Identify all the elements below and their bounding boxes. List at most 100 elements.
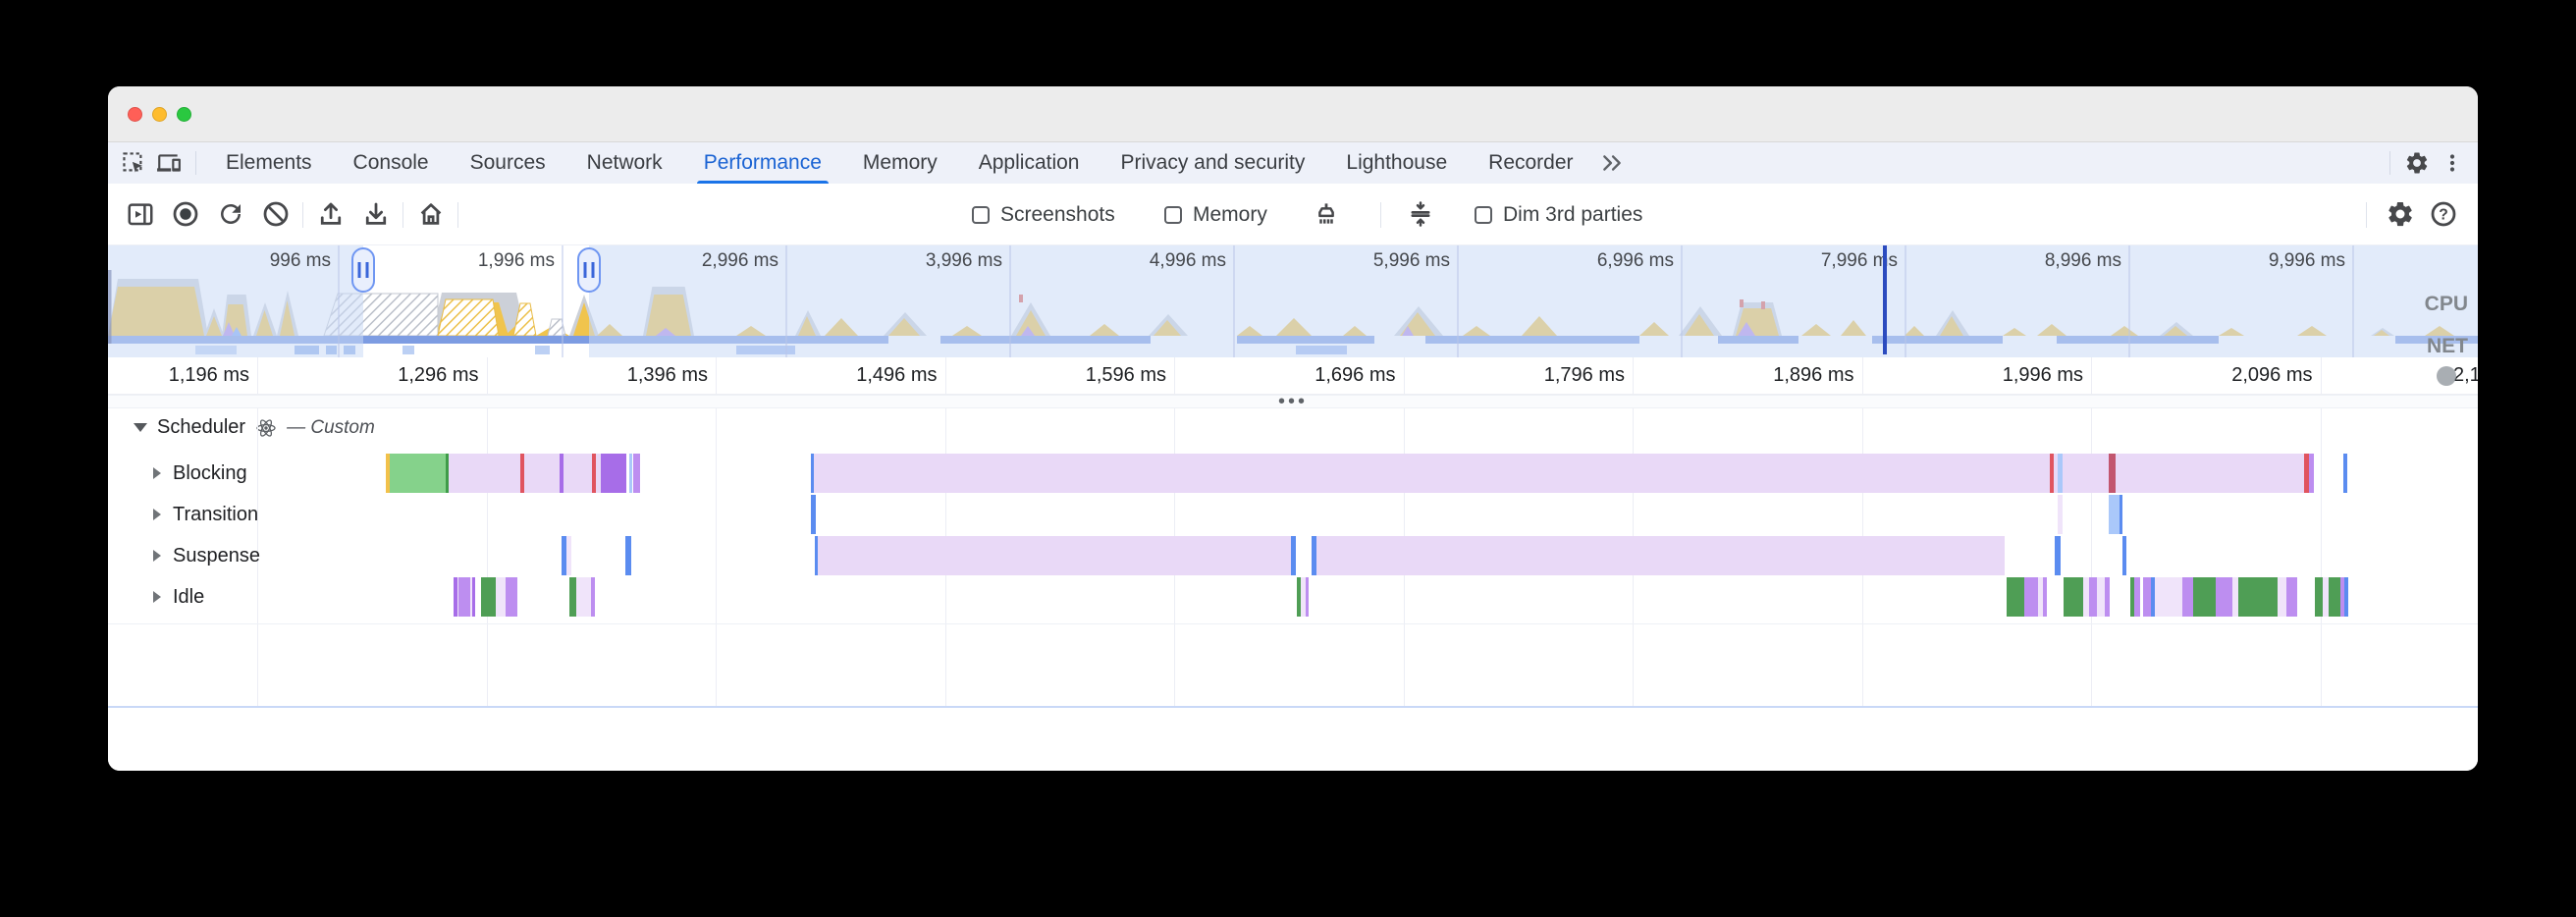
tab-memory[interactable]: Memory <box>862 151 938 174</box>
timeline-event-segment[interactable] <box>811 454 2051 493</box>
timeline-event-segment[interactable] <box>565 536 571 575</box>
checkbox-screenshots[interactable]: Screenshots <box>972 184 1115 245</box>
timeline-event-segment[interactable] <box>2343 577 2348 617</box>
timeline-event-segment[interactable] <box>2109 454 2117 493</box>
selection-handle-right[interactable] <box>577 247 601 293</box>
timeline-event-segment[interactable] <box>625 536 631 575</box>
timeline-event-segment[interactable] <box>2050 454 2055 493</box>
timeline-event-segment[interactable] <box>1291 536 1296 575</box>
live-metrics-home-icon[interactable] <box>414 198 448 230</box>
timeline-event-segment[interactable] <box>480 577 497 617</box>
timeline-event-segment[interactable] <box>2192 577 2216 617</box>
timeline-event-segment[interactable] <box>2133 577 2140 617</box>
settings-gear-icon[interactable] <box>2399 146 2435 180</box>
expand-arrow-icon[interactable] <box>153 467 161 479</box>
timeline-event-segment[interactable] <box>1296 577 1301 617</box>
tab-network[interactable]: Network <box>586 151 663 174</box>
timeline-event-segment[interactable] <box>811 495 817 534</box>
timeline-event-segment[interactable] <box>815 536 1292 575</box>
timeline-event-segment[interactable] <box>496 577 507 617</box>
timeline-event-segment[interactable] <box>456 577 460 617</box>
tab-performance[interactable]: Performance <box>683 142 842 184</box>
tab-sources[interactable]: Sources <box>469 151 546 174</box>
checkbox-box[interactable] <box>1475 205 1492 224</box>
timeline-event-segment[interactable] <box>2097 577 2106 617</box>
timeline-event-segment[interactable] <box>2038 577 2043 617</box>
checkbox-box[interactable] <box>972 205 990 224</box>
timeline-event-segment[interactable] <box>2058 495 2064 534</box>
timeline-event-segment[interactable] <box>1316 536 2006 575</box>
timeline-event-segment[interactable] <box>2089 577 2098 617</box>
checkbox-box[interactable] <box>1164 205 1182 224</box>
minimap-playhead[interactable] <box>1883 245 1887 354</box>
timeline-event-segment[interactable] <box>454 577 457 617</box>
scrollbar-thumb[interactable] <box>2437 366 2456 386</box>
timeline-event-segment[interactable] <box>562 536 566 575</box>
timeline-event-segment[interactable] <box>563 454 592 493</box>
tab-elements[interactable]: Elements <box>226 151 312 174</box>
track-header-scheduler[interactable]: Scheduler — Custom <box>134 416 375 439</box>
tab-application[interactable]: Application <box>978 151 1080 174</box>
timeline-event-segment[interactable] <box>2058 454 2064 493</box>
timeline-event-segment[interactable] <box>632 454 640 493</box>
timeline-event-segment[interactable] <box>2342 454 2347 493</box>
expand-arrow-icon[interactable] <box>153 509 161 520</box>
collapse-tracks-icon[interactable] <box>1404 198 1437 230</box>
help-icon[interactable]: ? <box>2427 198 2460 230</box>
track-row-suspense[interactable]: Suspense <box>153 535 260 576</box>
timeline-event-segment[interactable] <box>2109 495 2123 534</box>
clear-icon[interactable] <box>259 198 293 230</box>
timeline-event-segment[interactable] <box>2304 454 2310 493</box>
tab-console[interactable]: Console <box>352 151 429 174</box>
timeline-event-segment[interactable] <box>2083 577 2090 617</box>
minimize-window-button[interactable] <box>152 107 167 122</box>
timeline-event-segment[interactable] <box>2054 454 2059 493</box>
tab-lighthouse[interactable]: Lighthouse <box>1346 151 1448 174</box>
track-row-transition[interactable]: Transition <box>153 494 258 535</box>
timeline-event-segment[interactable] <box>590 577 595 617</box>
timeline-event-segment[interactable] <box>2309 454 2315 493</box>
timeline-event-segment[interactable] <box>2181 577 2193 617</box>
timeline-event-segment[interactable] <box>569 577 577 617</box>
timeline-event-segment[interactable] <box>1305 577 1309 617</box>
timeline-event-segment[interactable] <box>2154 577 2182 617</box>
timeline-event-segment[interactable] <box>595 454 601 493</box>
collect-garbage-icon[interactable] <box>1310 198 1343 230</box>
timeline-event-segment[interactable] <box>390 454 449 493</box>
timeline-event-segment[interactable] <box>2055 536 2062 575</box>
timeline-event-segment[interactable] <box>576 577 591 617</box>
timeline-event-segment[interactable] <box>628 454 632 493</box>
timeline-event-segment[interactable] <box>2105 577 2111 617</box>
selection-handle-left[interactable] <box>351 247 375 293</box>
timeline-event-segment[interactable] <box>601 454 626 493</box>
inspect-icon[interactable] <box>116 146 151 180</box>
tab-privacy-and-security[interactable]: Privacy and security <box>1120 151 1306 174</box>
timeline-event-segment[interactable] <box>2007 577 2025 617</box>
panel-resize-handle[interactable]: ••• <box>108 392 2478 411</box>
timeline-event-segment[interactable] <box>2237 577 2278 617</box>
timeline-event-segment[interactable] <box>2328 577 2340 617</box>
upload-profile-icon[interactable] <box>314 198 348 230</box>
timeline-event-segment[interactable] <box>506 577 518 617</box>
timeline-event-segment[interactable] <box>2277 577 2286 617</box>
timeline-event-segment[interactable] <box>2116 454 2305 493</box>
timeline-event-segment[interactable] <box>2150 577 2155 617</box>
timeline-event-segment[interactable] <box>1311 536 1316 575</box>
checkbox-memory[interactable]: Memory <box>1164 184 1267 245</box>
expand-arrow-icon[interactable] <box>153 591 161 603</box>
timeline-event-segment[interactable] <box>2142 577 2151 617</box>
toggle-sidebar-icon[interactable] <box>124 198 157 230</box>
reload-icon[interactable] <box>214 198 247 230</box>
timeline-event-segment[interactable] <box>559 454 564 493</box>
timeline-event-segment[interactable] <box>2314 577 2323 617</box>
close-window-button[interactable] <box>128 107 142 122</box>
timeline-event-segment[interactable] <box>458 577 470 617</box>
timeline-event-segment[interactable] <box>1300 577 1306 617</box>
timeline-event-segment[interactable] <box>2024 577 2039 617</box>
timeline-event-segment[interactable] <box>2122 536 2127 575</box>
timeline-event-segment[interactable] <box>2285 577 2297 617</box>
timeline-event-segment[interactable] <box>385 454 391 493</box>
timeline-event-segment[interactable] <box>2063 454 2110 493</box>
expand-arrow-icon[interactable] <box>153 550 161 562</box>
